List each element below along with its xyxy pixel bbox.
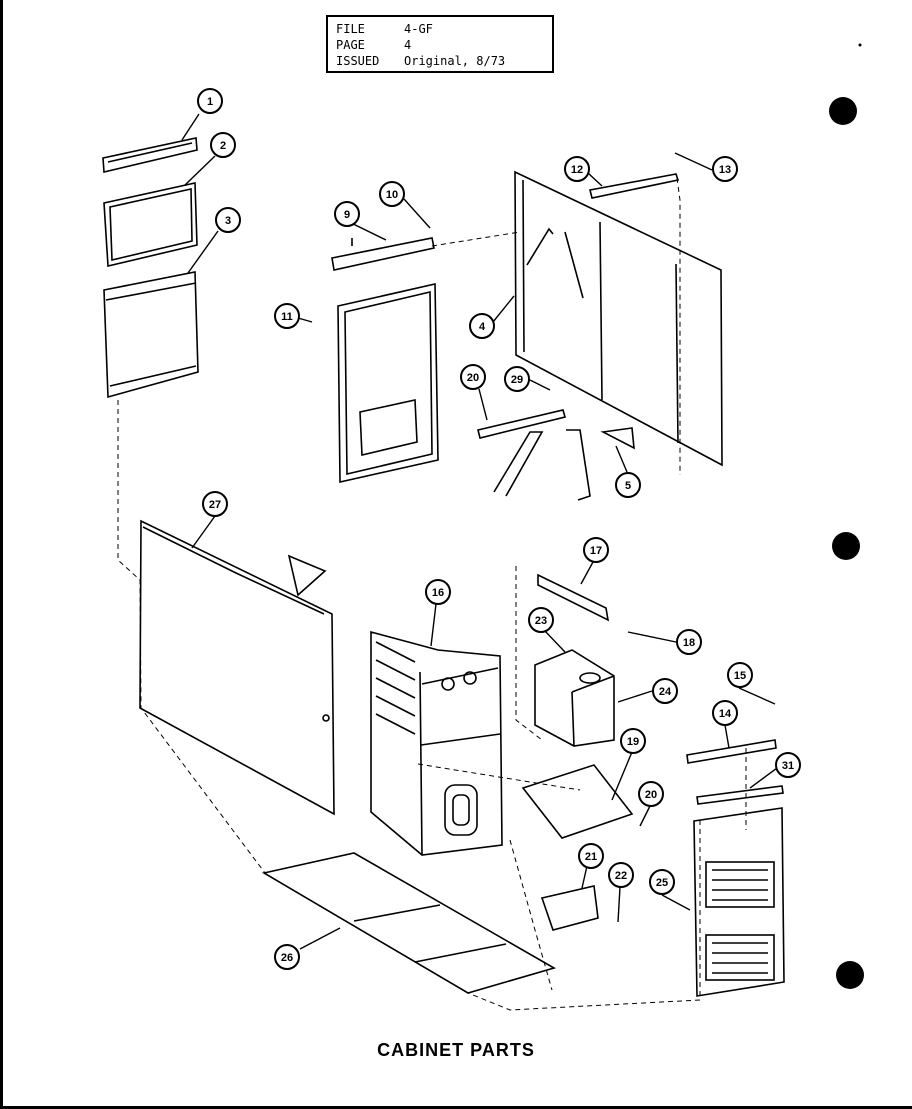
part-21-bracket <box>540 885 599 931</box>
punch-hole <box>836 961 864 989</box>
page-title: CABINET PARTS <box>377 1040 535 1060</box>
callout-22: 22 <box>615 870 627 882</box>
assembly-lines <box>117 177 747 1011</box>
punch-hole <box>829 97 857 125</box>
callout-5: 5 <box>625 480 631 492</box>
callout-16: 16 <box>432 587 444 599</box>
callout-19: 19 <box>627 736 639 748</box>
callout-21: 21 <box>585 851 597 863</box>
part-20-strip <box>477 409 566 439</box>
lower-grille <box>705 934 775 981</box>
page-value: 4 <box>404 38 412 52</box>
callout-9: 9 <box>344 209 350 221</box>
page-row: PAGE 4 <box>336 37 544 53</box>
callout-25: 25 <box>656 877 668 889</box>
callout-4: 4 <box>479 321 486 333</box>
part-2-filter <box>103 182 198 267</box>
file-label: FILE <box>336 22 365 36</box>
part-14-strip <box>686 739 777 764</box>
callout-11: 11 <box>281 311 293 323</box>
issued-row: ISSUED Original, 8/73 <box>336 53 544 69</box>
file-row: FILE 4-GF <box>336 21 544 37</box>
part-12-strip <box>589 173 680 199</box>
callout-18: 18 <box>683 637 695 649</box>
page-label: PAGE <box>336 38 365 52</box>
page-border-left <box>0 0 3 1109</box>
part-9-bracket <box>331 237 435 271</box>
part-1-strip <box>102 137 198 173</box>
part-27-bracket <box>287 554 327 597</box>
part-4-side-panel <box>514 170 723 467</box>
part-17-bracket <box>537 573 610 622</box>
punch-hole <box>832 532 860 560</box>
callout-10: 10 <box>386 189 398 201</box>
callout-3: 3 <box>225 215 231 227</box>
issued-value: Original, 8/73 <box>404 54 506 68</box>
part-26-base <box>261 852 557 994</box>
callout-26: 26 <box>281 952 293 964</box>
part-31-strip <box>696 785 784 805</box>
callout-15: 15 <box>734 670 746 682</box>
callout-12: 12 <box>571 164 583 176</box>
part-3-door <box>103 271 199 399</box>
callout-31: 31 <box>782 760 794 772</box>
leader-lines <box>181 113 778 950</box>
callout-circles <box>197 88 801 970</box>
callout-1: 1 <box>207 96 213 108</box>
callout-17: 17 <box>590 545 602 557</box>
part-24-blower <box>534 649 615 747</box>
callout-13: 13 <box>719 164 731 176</box>
page-border-bottom <box>0 1106 912 1109</box>
callout-23: 23 <box>535 615 547 627</box>
callout-24: 24 <box>659 686 672 698</box>
speck <box>858 43 862 47</box>
upper-grille <box>705 861 775 908</box>
callout-27: 27 <box>209 499 221 511</box>
callout-labels: 1 2 3 4 5 9 10 11 12 13 14 15 16 17 18 1… <box>207 96 794 964</box>
part-27-front-panel <box>139 519 335 816</box>
callout-20-lower: 20 <box>645 789 657 801</box>
part-25-grille-panel <box>693 807 785 997</box>
callout-20-upper: 20 <box>467 372 479 384</box>
part-16-heat-exchanger <box>370 630 503 856</box>
callout-29: 29 <box>511 374 523 386</box>
file-info-box: FILE 4-GF PAGE 4 ISSUED Original, 8/73 <box>326 15 554 73</box>
line-art <box>102 137 785 997</box>
part-5-bracket <box>600 427 635 450</box>
callout-2: 2 <box>220 140 226 152</box>
part-11-panel <box>337 283 439 483</box>
part-19-tray <box>521 764 634 839</box>
callout-14: 14 <box>719 708 732 720</box>
file-value: 4-GF <box>404 22 433 36</box>
issued-label: ISSUED <box>336 54 380 68</box>
